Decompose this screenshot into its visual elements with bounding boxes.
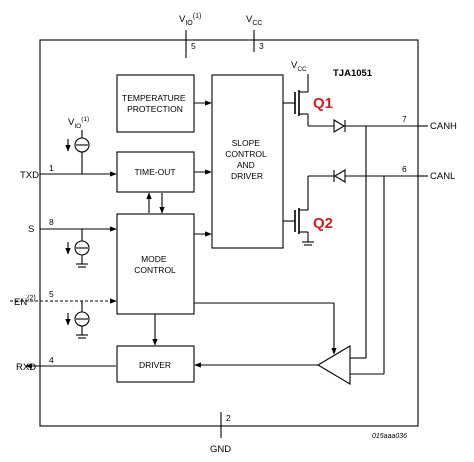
q2-transistor (283, 176, 314, 246)
q2-label: Q2 (313, 215, 333, 232)
en-label: EN(2) (14, 295, 36, 308)
pin-canh: 7 (402, 114, 407, 124)
slope-control-block (211, 74, 284, 249)
chip-name: TJA1051 (333, 68, 373, 79)
pin-gnd: 2 (226, 413, 231, 423)
temperature-protection-label: TEMPERATURE PROTECTION (122, 93, 188, 114)
receiver-comparator (316, 345, 351, 385)
svg-text:VCC: VCC (291, 60, 307, 73)
pin-s: 8 (49, 217, 54, 227)
q1-label: Q1 (313, 95, 333, 112)
pin-en: 5 (49, 289, 54, 299)
canl-label: CANL (430, 171, 455, 182)
mode-control-label: MODE CONTROL (134, 254, 176, 275)
time-out-label: TIME-OUT (134, 167, 175, 177)
s-label: S (28, 224, 34, 235)
vio-label: VIO(1) (179, 13, 201, 27)
figure-code: 015aaa036 (372, 433, 407, 440)
mode-control-block (116, 213, 195, 315)
pin-canl: 6 (402, 164, 407, 174)
canh-diode (308, 119, 418, 133)
pin-txd: 1 (49, 163, 54, 173)
slope-control-label: SLOPE CONTROL AND DRIVER (225, 138, 269, 181)
current-source-s (65, 229, 90, 268)
pin-vio: 5 (191, 41, 196, 51)
svg-text:VIO(1): VIO(1) (68, 116, 89, 130)
rxd-label: RXD (16, 362, 36, 373)
canh-label: CANH (430, 121, 457, 132)
pin-vcc: 3 (259, 41, 264, 51)
txd-label: TXD (20, 170, 39, 181)
q1-transistor: VCC (283, 60, 309, 126)
driver-label: DRIVER (139, 360, 171, 370)
chip-outline (39, 39, 419, 427)
pin-rxd: 4 (49, 355, 54, 365)
current-source-en (65, 301, 90, 339)
driver-block (116, 345, 195, 383)
vio-current-source-txd: VIO(1) (65, 116, 90, 174)
gnd-label: GND (210, 444, 231, 455)
canl-diode (308, 169, 418, 183)
vcc-label: VCC (246, 14, 262, 27)
